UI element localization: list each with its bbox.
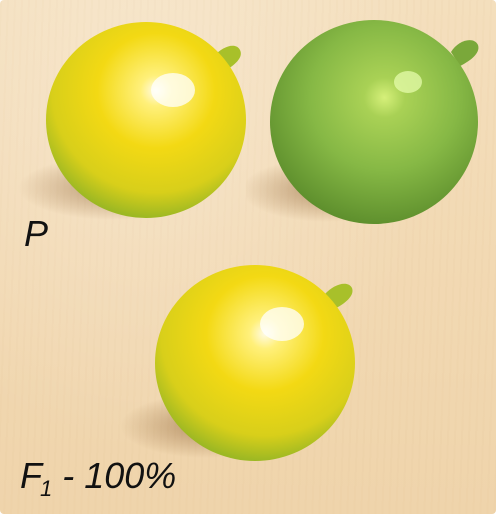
f1-letter: F <box>20 455 42 496</box>
f1-subscript: 1 <box>40 476 53 501</box>
f1-label: F1 - 100% <box>20 455 177 502</box>
green-pea-parent <box>246 20 479 224</box>
yellow-pea-f1 <box>120 265 355 461</box>
f1-percentage: - 100% <box>52 455 177 496</box>
parents-label: P <box>24 213 49 254</box>
yellow-pea-parent <box>18 22 246 220</box>
